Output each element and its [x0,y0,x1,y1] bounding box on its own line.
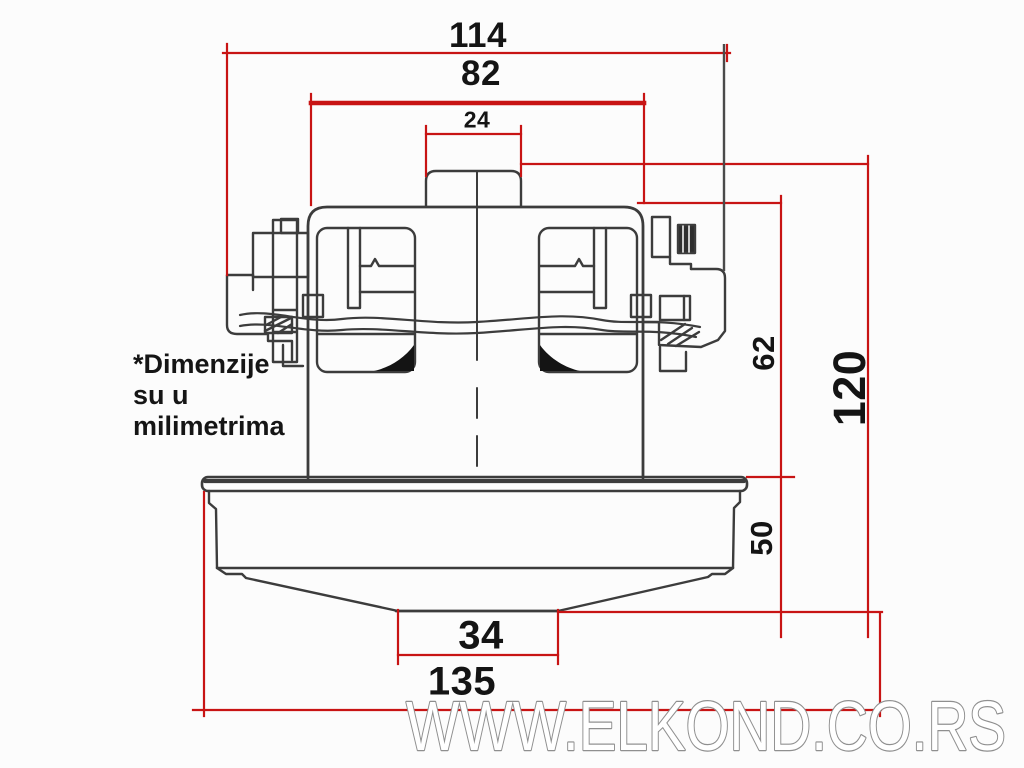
right-coil-block [537,226,639,374]
motor-outline-group [200,169,749,613]
right-terminal-lines [682,225,690,253]
left-pole-shoe [374,345,414,371]
dimension-lines-group [191,42,884,718]
left-mount-bracket [225,273,294,362]
right-pole-shoe [540,345,580,371]
dimension-label-34: 34 [458,613,504,658]
field-wire-upper [238,312,702,329]
right-wall-junction [629,293,653,319]
right-mount-bracket [641,267,727,349]
left-lower-tab [281,343,305,368]
left-wall-junction [301,293,325,319]
units-note-line-1: *Dimenzije [133,349,270,379]
left-wire-hatch [263,315,294,335]
top-boss [424,169,523,208]
units-note-line-3: milimetrima [133,411,285,441]
left-terminal-block [251,231,310,279]
right-bracket-slot [658,294,692,322]
dimension-label-82: 82 [461,54,501,93]
dimension-label-120: 120 [824,349,875,427]
field-wire-lower [238,323,698,339]
right-terminal-spade [650,215,672,259]
left-brush-holder-column [271,218,299,364]
right-coil-break-line [538,257,596,268]
dimension-label-114: 114 [449,16,507,55]
left-coil-core [346,226,362,310]
left-coil-block [315,226,417,374]
dimension-label-24: 24 [463,106,491,133]
left-coil-break-line [358,257,416,268]
fan-case-right-wall [731,489,742,570]
watermark: WWW.ELKOND.CO.RS [406,687,1006,765]
right-wire-hatch [659,322,701,348]
units-note-line-2: su u [133,380,189,410]
right-terminal-dark [676,223,697,255]
right-coil-core [592,226,608,310]
dimension-label-135: 135 [427,659,497,704]
fan-cone-right [556,566,735,613]
fan-mounting-plate [200,475,749,493]
motor-housing [306,205,645,480]
right-lower-tab [658,345,688,373]
fan-case-left-wall [207,489,219,570]
dimension-label-50: 50 [744,520,779,556]
right-terminal-step [668,255,693,271]
fan-cone-left [215,566,400,613]
units-note: *Dimenzije su u milimetrima [133,349,285,442]
dimension-label-62: 62 [746,335,781,371]
pole-shoes [374,345,580,371]
